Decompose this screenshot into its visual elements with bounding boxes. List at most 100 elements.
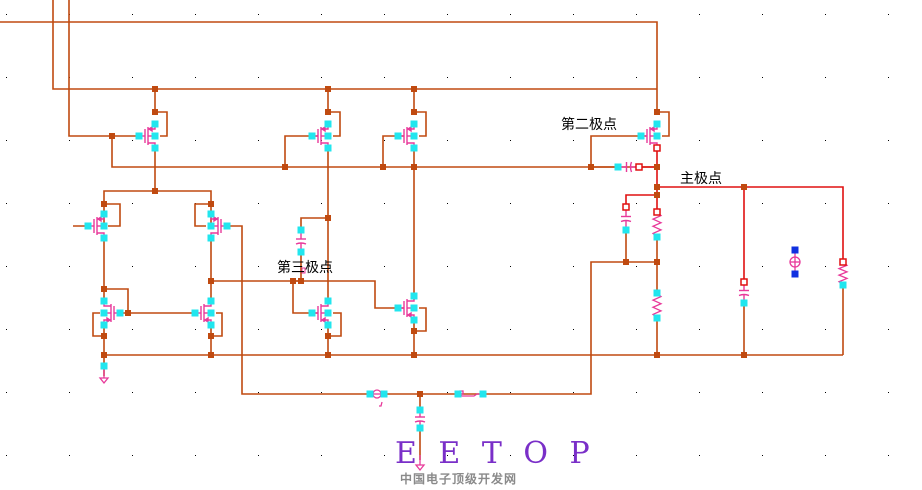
wire-load-left-self[interactable] bbox=[92, 312, 104, 337]
pin-terminal[interactable] bbox=[410, 292, 418, 300]
pin-terminal-selected[interactable] bbox=[740, 278, 748, 286]
grid-dot bbox=[510, 77, 511, 78]
pin-terminal[interactable] bbox=[191, 309, 199, 317]
wire-top-left-v1[interactable] bbox=[52, 0, 657, 90]
pin-terminal[interactable] bbox=[380, 390, 388, 398]
pin-terminal[interactable] bbox=[308, 132, 316, 140]
pin-terminal[interactable] bbox=[324, 120, 332, 128]
pin-terminal[interactable] bbox=[324, 132, 332, 140]
pin-terminal[interactable] bbox=[653, 233, 661, 241]
wire-load-left-gate[interactable] bbox=[104, 288, 129, 314]
pin-terminal[interactable] bbox=[100, 362, 108, 370]
wire-m3-gate[interactable] bbox=[382, 135, 404, 167]
wire-comp-cap[interactable] bbox=[625, 194, 657, 207]
pin-out-drain[interactable] bbox=[653, 144, 661, 152]
grid-dot bbox=[636, 392, 637, 393]
capacitor-compensation[interactable] bbox=[620, 207, 632, 230]
wire-m2b-self[interactable] bbox=[328, 312, 342, 337]
pin-terminal[interactable] bbox=[394, 304, 402, 312]
pin-terminal-selected[interactable] bbox=[622, 203, 630, 211]
pin-current-source-top[interactable] bbox=[791, 246, 799, 254]
pin-terminal[interactable] bbox=[394, 132, 402, 140]
pin-terminal[interactable] bbox=[324, 321, 332, 329]
pin-terminal[interactable] bbox=[653, 314, 661, 322]
grid-dot bbox=[6, 266, 7, 267]
pin-terminal[interactable] bbox=[740, 299, 748, 307]
resistor-upper[interactable] bbox=[651, 211, 663, 238]
junction-dot bbox=[654, 109, 660, 115]
pin-terminal[interactable] bbox=[151, 144, 159, 152]
pin-terminal[interactable] bbox=[207, 234, 215, 242]
pin-terminal[interactable] bbox=[410, 316, 418, 324]
pin-terminal[interactable] bbox=[207, 297, 215, 305]
current-source-icon[interactable] bbox=[789, 250, 801, 274]
pin-terminal[interactable] bbox=[454, 390, 462, 398]
pin-terminal[interactable] bbox=[324, 297, 332, 305]
pin-terminal[interactable] bbox=[135, 132, 143, 140]
pin-terminal[interactable] bbox=[100, 297, 108, 305]
pin-terminal[interactable] bbox=[151, 132, 159, 140]
pin-terminal[interactable] bbox=[84, 222, 92, 230]
wire-m2-gate[interactable] bbox=[284, 135, 318, 167]
grid-dot bbox=[132, 77, 133, 78]
wire-bottom-node[interactable] bbox=[384, 261, 657, 395]
wire-main-pole-bus[interactable] bbox=[657, 186, 844, 262]
wire-m4-self[interactable] bbox=[657, 111, 670, 137]
pin-terminal[interactable] bbox=[479, 390, 487, 398]
pin-terminal[interactable] bbox=[207, 222, 215, 230]
pin-terminal[interactable] bbox=[653, 289, 661, 297]
wire-load-right-self[interactable] bbox=[211, 312, 223, 337]
pin-terminal[interactable] bbox=[324, 144, 332, 152]
pin-terminal[interactable] bbox=[100, 210, 108, 218]
pin-terminal[interactable] bbox=[297, 248, 305, 256]
resistor-lower[interactable] bbox=[651, 292, 663, 319]
wire-inl-self[interactable] bbox=[104, 203, 121, 227]
pin-terminal-selected[interactable] bbox=[653, 208, 661, 216]
wires-highlight bbox=[625, 148, 844, 282]
pin-terminal[interactable] bbox=[207, 309, 215, 317]
wire-gate-bias-bus[interactable] bbox=[111, 136, 657, 168]
wire-m1-self[interactable] bbox=[155, 111, 168, 137]
wire-inr-to-bottom[interactable] bbox=[226, 225, 370, 395]
wire-top-rail[interactable] bbox=[0, 21, 658, 112]
pin-terminal[interactable] bbox=[410, 132, 418, 140]
pin-terminal-selected[interactable] bbox=[635, 163, 643, 171]
wire-node-x[interactable] bbox=[211, 280, 404, 309]
pin-terminal[interactable] bbox=[207, 210, 215, 218]
pin-terminal[interactable] bbox=[207, 321, 215, 329]
pin-terminal[interactable] bbox=[100, 234, 108, 242]
wire-c3[interactable] bbox=[300, 217, 328, 230]
pin-terminal[interactable] bbox=[622, 226, 630, 234]
wire-m2-self[interactable] bbox=[328, 111, 341, 137]
pin-terminal[interactable] bbox=[324, 309, 332, 317]
pin-terminal[interactable] bbox=[151, 120, 159, 128]
pin-terminal[interactable] bbox=[416, 406, 424, 414]
pin-terminal[interactable] bbox=[100, 222, 108, 230]
pin-terminal[interactable] bbox=[223, 222, 231, 230]
wire-top-left-v2[interactable] bbox=[68, 0, 140, 137]
pin-terminal[interactable] bbox=[653, 132, 661, 140]
pin-terminal[interactable] bbox=[308, 309, 316, 317]
resistor-load[interactable] bbox=[837, 261, 849, 286]
wire-m3b-self[interactable] bbox=[414, 307, 427, 332]
pin-terminal[interactable] bbox=[410, 120, 418, 128]
pin-terminal[interactable] bbox=[410, 304, 418, 312]
pin-terminal[interactable] bbox=[100, 309, 108, 317]
pin-terminal[interactable] bbox=[116, 309, 124, 317]
pin-terminal[interactable] bbox=[614, 163, 622, 171]
pin-terminal[interactable] bbox=[366, 390, 374, 398]
pin-terminal[interactable] bbox=[100, 321, 108, 329]
pin-terminal[interactable] bbox=[653, 120, 661, 128]
wire-inr-self[interactable] bbox=[194, 203, 211, 227]
pin-terminal[interactable] bbox=[839, 281, 847, 289]
pin-terminal[interactable] bbox=[297, 226, 305, 234]
pin-terminal[interactable] bbox=[416, 424, 424, 432]
pin-terminal[interactable] bbox=[410, 144, 418, 152]
wire-m3-self[interactable] bbox=[414, 111, 427, 137]
pin-terminal-selected[interactable] bbox=[839, 258, 847, 266]
grid-dot bbox=[6, 77, 7, 78]
pin-current-source-bottom[interactable] bbox=[791, 270, 799, 278]
wire-m4-gate[interactable] bbox=[590, 135, 646, 167]
pin-terminal[interactable] bbox=[637, 132, 645, 140]
